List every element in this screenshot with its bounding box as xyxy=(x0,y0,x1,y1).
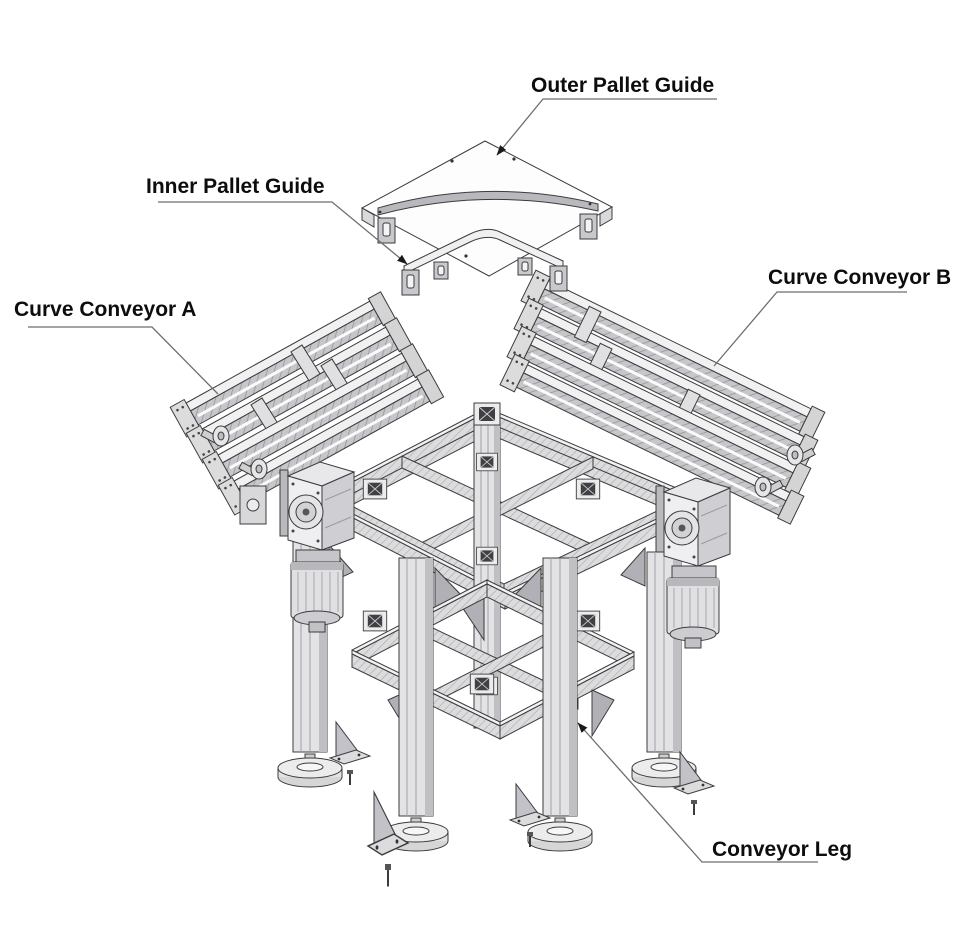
leader-outer-pallet-guide xyxy=(496,98,717,156)
gear-motor-right xyxy=(655,477,732,649)
leader-curve-conveyor-a xyxy=(28,326,219,395)
anchor-bracket xyxy=(673,751,715,816)
label-inner-pallet-guide: Inner Pallet Guide xyxy=(146,175,325,198)
conveyor-leg-center-right xyxy=(527,557,593,852)
leader-conveyor-leg xyxy=(577,722,818,863)
label-conveyor-leg: Conveyor Leg xyxy=(712,838,852,861)
curve-conveyor-a-part xyxy=(168,289,447,525)
label-curve-conveyor-a: Curve Conveyor A xyxy=(14,298,196,321)
outer-guide-curved-rail xyxy=(377,190,599,216)
label-curve-conveyor-b: Curve Conveyor B xyxy=(768,266,951,289)
leader-inner-pallet-guide xyxy=(158,201,408,265)
outer-pallet-guide-part xyxy=(360,140,614,277)
leader-curve-conveyor-b xyxy=(713,291,907,367)
callouts: Outer Pallet Guide Inner Pallet Guide Cu… xyxy=(14,74,951,863)
inner-pallet-guide-part xyxy=(401,228,568,296)
gear-motor-left xyxy=(279,461,356,633)
outer-guide-plate xyxy=(360,140,614,277)
conveyor-leg-center-left xyxy=(383,557,449,852)
frame-top-level xyxy=(317,407,701,610)
conveyor-frame xyxy=(277,402,732,888)
label-outer-pallet-guide: Outer Pallet Guide xyxy=(531,74,714,97)
